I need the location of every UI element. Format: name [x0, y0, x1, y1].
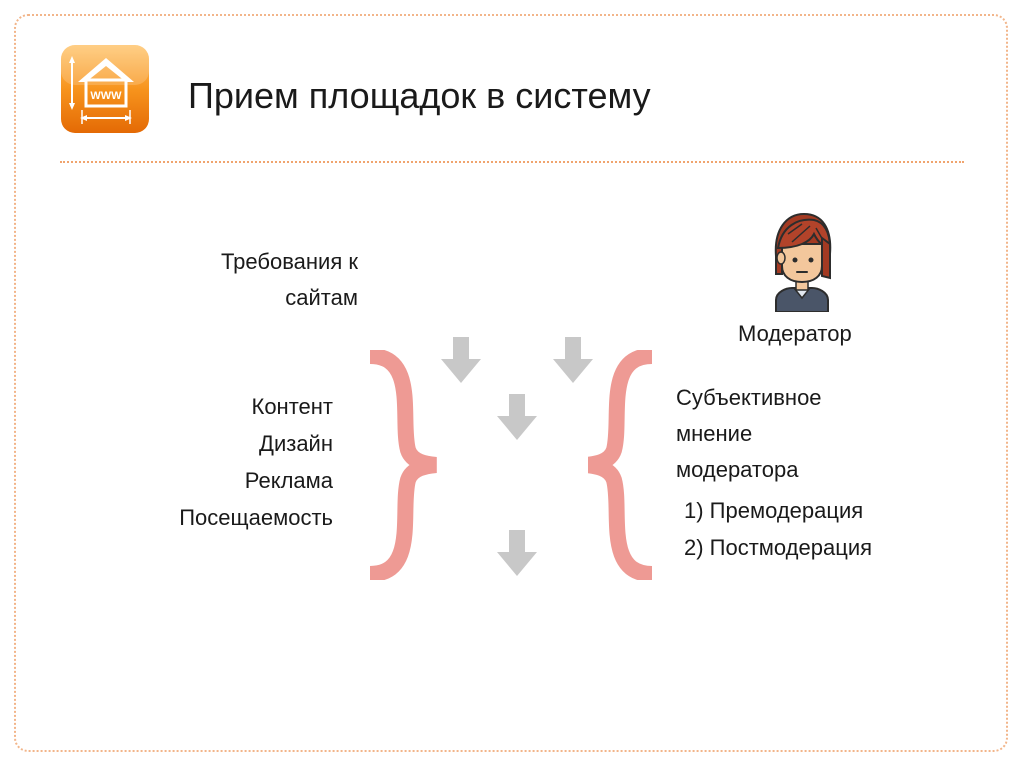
criteria-list: Контент Дизайн Реклама Посещаемость [100, 388, 333, 536]
opinion-line: модератора [676, 457, 799, 482]
moderator-label: Модератор [738, 321, 852, 346]
requirements-label: Требования к сайтам [158, 244, 358, 316]
list-item: Реклама [244, 468, 333, 493]
page-title: Прием площадок в систему [188, 75, 651, 116]
arrow-down-icon [553, 337, 593, 383]
moderation-modes-list: 1) Премодерация 2) Постмодерация [684, 492, 872, 566]
opinion-text: Субъективное мнение модератора [676, 380, 822, 488]
logo-text: WWW [90, 90, 122, 102]
www-house-icon: WWW [61, 45, 149, 133]
opening-brace-icon [588, 350, 653, 580]
list-item: Посещаемость [179, 505, 333, 530]
moderator-avatar-icon [774, 212, 832, 312]
title-divider [60, 161, 964, 163]
arrow-down-icon [441, 337, 481, 383]
arrow-down-icon [497, 530, 537, 576]
closing-brace-icon [369, 350, 437, 580]
list-item: Дизайн [259, 431, 333, 456]
slide-frame [14, 14, 1008, 752]
opinion-line: мнение [676, 421, 753, 446]
arrow-down-icon [497, 394, 537, 440]
list-item: Контент [251, 394, 334, 419]
opinion-line: Субъективное [676, 385, 822, 410]
requirements-line: сайтам [285, 285, 358, 310]
list-item: 1) Премодерация [684, 498, 864, 523]
requirements-line: Требования к [220, 249, 358, 274]
list-item: 2) Постмодерация [684, 535, 873, 560]
